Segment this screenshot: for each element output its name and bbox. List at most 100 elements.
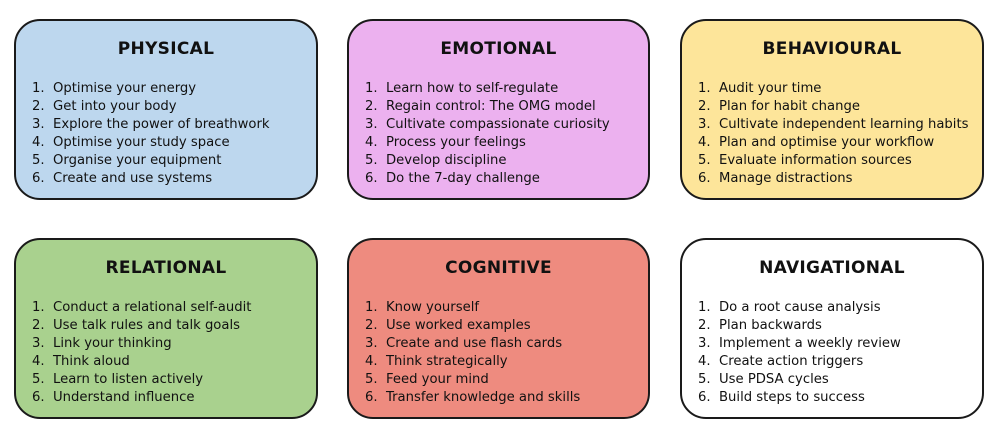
list-item-number: 6.	[365, 390, 378, 405]
list-item: 1.Know yourself	[365, 299, 580, 317]
list-item: 5. Evaluate information sources	[698, 152, 969, 170]
card-title: EMOTIONAL	[440, 39, 557, 59]
list-item-text: Create and use systems	[53, 171, 213, 186]
list-item: 5. Develop discipline	[365, 152, 610, 170]
card-title: NAVIGATIONAL	[759, 258, 905, 278]
list-item: 4. Create action triggers	[698, 353, 901, 371]
list-item-number: 5.	[32, 372, 45, 387]
list-item: 4. Plan and optimise your workflow	[698, 134, 969, 152]
list-item: 1.Learn how to self-regulate	[365, 80, 610, 98]
list-item-number: 4.	[698, 354, 711, 369]
list-item-number: 5.	[698, 372, 711, 387]
list-item: 2.Plan for habit change	[698, 98, 969, 116]
list-item-text: Evaluate information sources	[719, 153, 912, 168]
list-item-number: 2.	[365, 99, 378, 114]
list-item-text: Audit your time	[719, 81, 822, 96]
list-item: 4.Think aloud	[32, 353, 251, 371]
list-item: 5.Feed your mind	[365, 371, 580, 389]
list-item-number: 2.	[32, 318, 45, 333]
list-item-number: 1.	[698, 300, 711, 315]
list-item: 5. Use PDSA cycles	[698, 371, 901, 389]
list-item: 3. Link your thinking	[32, 335, 251, 353]
list-item-number: 6.	[32, 171, 45, 186]
list-item-text: Optimise your energy	[53, 81, 197, 96]
list-item-number: 6.	[365, 171, 378, 186]
list-item: 2. Plan backwards	[698, 317, 901, 335]
list-item-text: Do a root cause analysis	[719, 300, 881, 315]
list-item: 4. Process your feelings	[365, 134, 610, 152]
list-item: 2. Regain control: The OMG model	[365, 98, 610, 116]
list-item-text: Process your feelings	[386, 135, 526, 150]
list-item: 5. Organise your equipment	[32, 152, 270, 170]
list-item: 3.Create and use flash cards	[365, 335, 580, 353]
list-item: 4. Optimise your study space	[32, 134, 270, 152]
card-title: PHYSICAL	[117, 39, 215, 59]
list-item-text: Transfer knowledge and skills	[386, 390, 581, 405]
list-item-text: Use PDSA cycles	[719, 372, 829, 387]
list-item-text: Regain control: The OMG model	[386, 99, 596, 114]
list-item-number: 2.	[365, 318, 378, 333]
list-item-text: Conduct a relational self-audit	[53, 300, 252, 315]
list-item: 1. Do a root cause analysis	[698, 299, 901, 317]
list-item-text: Think strategically	[386, 354, 508, 369]
list-item: 5.Learn to listen actively	[32, 371, 251, 389]
list-item-text: Build steps to success	[719, 390, 865, 405]
list-item-text: Create action triggers	[719, 354, 864, 369]
list-item-text: Cultivate compassionate curiosity	[386, 117, 610, 132]
list-item: 1.Audit your time	[698, 80, 969, 98]
card-title: BEHAVIOURAL	[762, 39, 902, 59]
list-item-text: Organise your equipment	[53, 153, 222, 168]
list-item: 6.Build steps to success	[698, 389, 901, 407]
list-item-number: 2.	[32, 99, 45, 114]
list-item-text: Manage distractions	[719, 171, 853, 186]
list-item: 3. Cultivate compassionate curiosity	[365, 116, 610, 134]
list-item-number: 4.	[32, 135, 45, 150]
card-navigational: NAVIGATIONAL 1. Do a root cause analysis 2.…	[680, 238, 984, 419]
list-item: 3. Explore the power of breathwork	[32, 116, 270, 134]
list-item-number: 3.	[32, 336, 45, 351]
list-item: 2.Use worked examples	[365, 317, 580, 335]
list-item-text: Plan backwards	[719, 318, 822, 333]
list-item-text: Develop discipline	[386, 153, 507, 168]
list-item-number: 4.	[365, 354, 378, 369]
list-item: 6.Manage distractions	[698, 170, 969, 188]
list-item-text: Plan and optimise your workflow	[719, 135, 935, 150]
list-item-text: Plan for habit change	[719, 99, 860, 114]
list-item: 3.Cultivate independent learning habits	[698, 116, 969, 134]
list-item-number: 3.	[365, 117, 378, 132]
card-title: COGNITIVE	[445, 258, 552, 278]
list-item-text: Optimise your study space	[53, 135, 230, 150]
list-item: 1.Optimise your energy	[32, 80, 270, 98]
list-item-text: Explore the power of breathwork	[53, 117, 270, 132]
list-item-text: Link your thinking	[53, 336, 172, 351]
list-item-number: 1.	[365, 300, 378, 315]
list-item-number: 6.	[32, 390, 45, 405]
list-item-text: Feed your mind	[386, 372, 489, 387]
list-item-number: 4.	[365, 135, 378, 150]
list-item-number: 5.	[365, 153, 378, 168]
list-item-number: 5.	[32, 153, 45, 168]
list-item: 6. Do the 7-day challenge	[365, 170, 610, 188]
list-item-number: 1.	[365, 81, 378, 96]
list-item-number: 5.	[698, 153, 711, 168]
list-item-number: 3.	[32, 117, 45, 132]
list-item-number: 1.	[32, 300, 45, 315]
list-item-text: Do the 7-day challenge	[386, 171, 540, 186]
list-item: 2.Get into your body	[32, 98, 270, 116]
card-list: 1. Do a root cause analysis 2. Plan backwar…	[698, 299, 901, 407]
list-item: 6. Transfer knowledge and skills	[365, 389, 580, 407]
list-item-number: 2.	[698, 318, 711, 333]
list-item-number: 3.	[698, 117, 711, 132]
list-item-number: 4.	[698, 135, 711, 150]
list-item: 6. Create and use systems	[32, 170, 270, 188]
